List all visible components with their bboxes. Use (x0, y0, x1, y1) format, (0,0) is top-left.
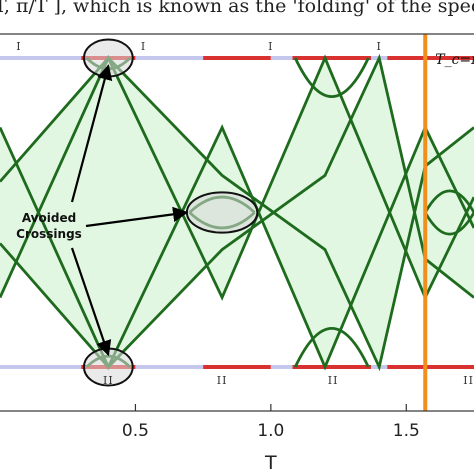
region-label-1: I (141, 40, 146, 53)
arch-6 (424, 189, 474, 214)
x-axis-ticks: 0.5 1.0 1.5 (122, 404, 420, 441)
region-label-7: II (463, 374, 474, 387)
x-tick-label-0: 0.5 (122, 421, 149, 441)
arch-7 (424, 211, 474, 236)
plot-frame (0, 33, 474, 412)
arch-3 (293, 326, 370, 368)
x-tick-label-2: 1.5 (393, 421, 420, 441)
caption-fragment: T, π/T ], which is known as the 'folding… (0, 0, 474, 17)
region-label-3: I (377, 40, 382, 53)
region-label-0: I (16, 40, 21, 53)
region-label-5: II (217, 374, 228, 387)
annotation-arrow-0 (70, 64, 113, 203)
annotation-line-1: Crossings (16, 227, 82, 241)
critical-line: T_c=π (423, 34, 474, 411)
region-label-2: I (268, 40, 273, 53)
critical-line-label: T_c=π (435, 52, 474, 68)
curve-1 (0, 124, 474, 371)
curve-0 (0, 54, 474, 301)
annotation-arrow-1 (85, 206, 189, 228)
arch-2 (293, 57, 370, 99)
x-axis-label: T (264, 452, 277, 474)
crossing-ellipse-2 (185, 191, 259, 234)
region-label-6: II (328, 374, 339, 387)
annotation-arrow-2 (70, 247, 112, 357)
crossing-ellipse-0 (82, 38, 134, 78)
x-tick-label-1: 1.0 (257, 421, 284, 441)
region-label-4: II (103, 374, 114, 387)
avoided-crossing-markers (82, 38, 259, 387)
annotation-line-0: Avoided (22, 211, 76, 225)
